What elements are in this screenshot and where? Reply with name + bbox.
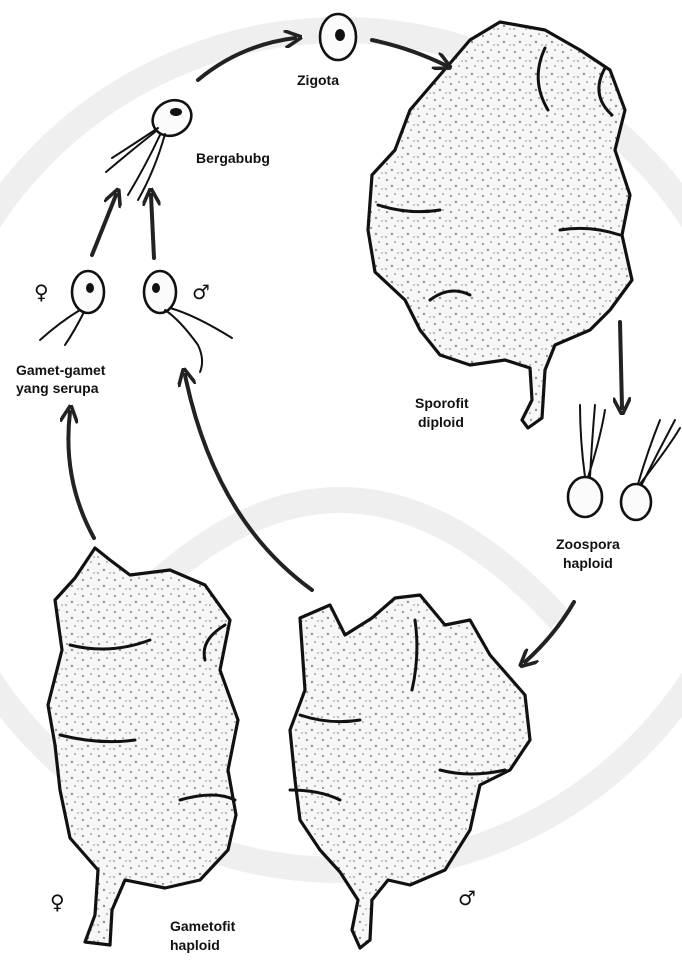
male-gamete-cell <box>144 271 232 372</box>
label-gametofit-line2: haploid <box>170 937 220 954</box>
male-gametophyte-thallus <box>290 595 530 948</box>
female-gametophyte-thallus <box>48 548 238 945</box>
label-sporofit-line1: Sporofit <box>415 395 469 412</box>
male-symbol-gametophyte: ♂ <box>458 888 476 908</box>
label-zoospora-line1: Zoospora <box>556 536 620 553</box>
label-gamet-line1: Gamet-gamet <box>16 362 105 379</box>
label-zigota: Zigota <box>297 72 339 89</box>
zygote-cell <box>320 14 356 60</box>
fusing-gametes <box>106 93 198 200</box>
female-symbol-gametophyte: ♀ <box>50 892 65 912</box>
label-bergabung: Bergabubg <box>196 150 270 167</box>
female-symbol-gamete: ♀ <box>34 282 49 302</box>
label-sporofit-line2: diploid <box>418 414 464 431</box>
label-gamet-line2: yang serupa <box>16 380 98 397</box>
male-symbol-gamete: ♂ <box>192 282 210 302</box>
zoospore-cells <box>568 405 680 520</box>
label-zoospora-line2: haploid <box>563 555 613 572</box>
female-gamete-cell <box>40 271 104 345</box>
sporophyte-thallus <box>368 22 632 428</box>
label-gametofit-line1: Gametofit <box>170 918 235 935</box>
